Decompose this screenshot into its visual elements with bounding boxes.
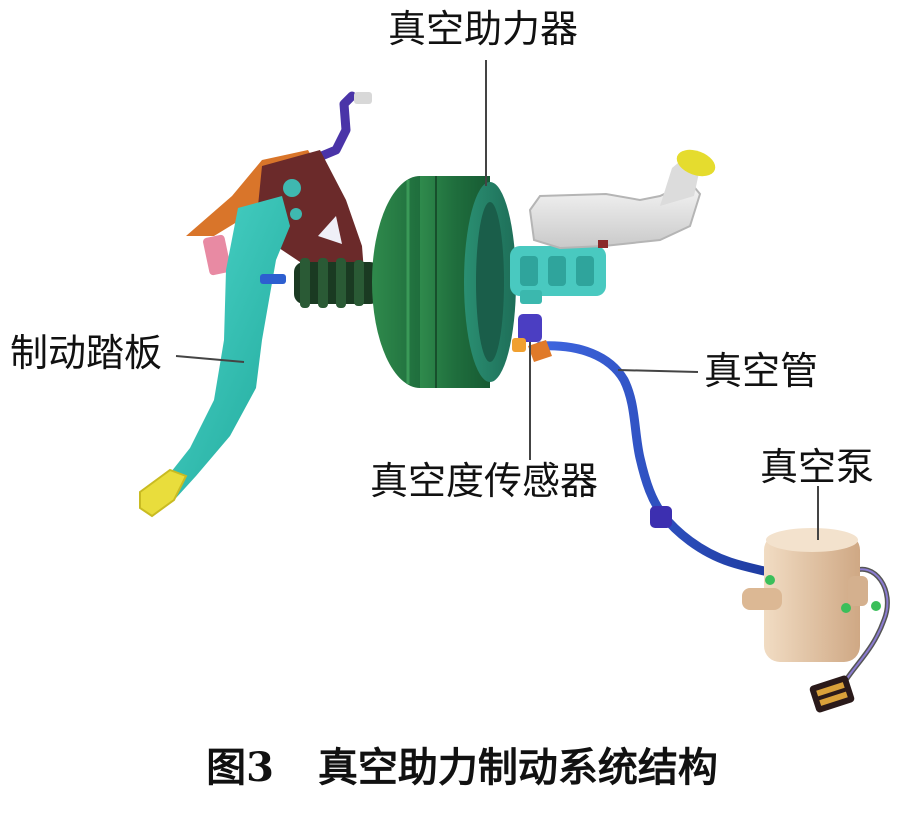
linkage-bolt xyxy=(354,92,372,104)
figure-number: 图3 xyxy=(206,744,274,791)
leader-tube xyxy=(617,369,699,373)
pedal-stop xyxy=(203,234,231,276)
label-vacuum-tube: 真空管 xyxy=(704,349,819,393)
label-vacuum-booster: 真空助力器 xyxy=(388,7,579,51)
bracket-cutout xyxy=(318,216,342,244)
reservoir-cap xyxy=(676,149,716,177)
pushrod-boot xyxy=(294,258,380,308)
label-brake-pedal: 制动踏板 xyxy=(10,331,163,375)
label-vacuum-pump: 真空泵 xyxy=(760,445,875,489)
leader-lines xyxy=(175,60,819,540)
fluid-reservoir xyxy=(528,149,716,250)
tube-path xyxy=(535,341,781,579)
pedal-pad xyxy=(139,468,188,518)
leader-pedal xyxy=(175,355,245,363)
brake-pedal xyxy=(139,91,380,518)
vacuum-booster xyxy=(372,176,516,388)
figure-title: 真空助力制动系统结构 xyxy=(317,744,718,791)
label-vacuum-sensor: 真空度传感器 xyxy=(370,459,599,503)
reservoir-tank xyxy=(528,180,702,250)
vacuum-pump xyxy=(742,528,890,713)
master-cylinder xyxy=(510,246,606,304)
pedal-arm xyxy=(160,196,290,498)
bracket-pivot xyxy=(283,179,301,197)
tube-clip xyxy=(650,506,672,528)
pump-connector xyxy=(809,675,855,713)
vacuum-tube xyxy=(528,340,781,579)
pump-body xyxy=(764,534,860,662)
vacuum-sensor xyxy=(512,314,542,352)
sensor-body xyxy=(518,314,542,342)
tube-elbow xyxy=(528,340,552,362)
pedal-bolt xyxy=(260,274,286,284)
